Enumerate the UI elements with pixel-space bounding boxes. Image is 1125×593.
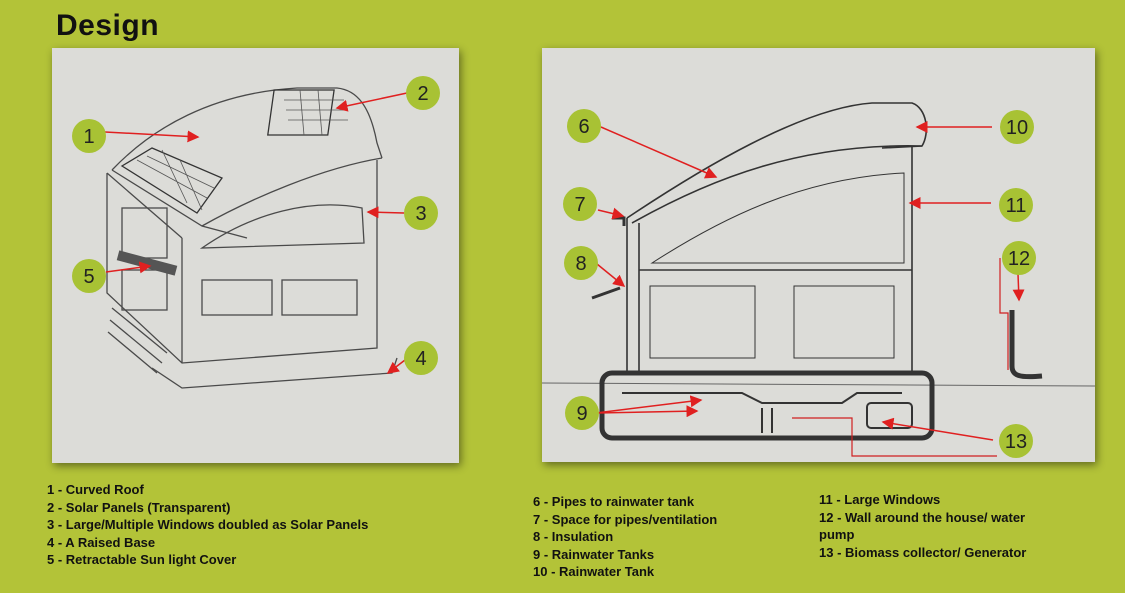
legend-item: 11 - Large Windows: [819, 492, 941, 507]
legend-item: 3 - Large/Multiple Windows doubled as So…: [47, 517, 369, 532]
legend-item: 13 - Biomass collector/ Generator: [819, 544, 1027, 560]
sketch-cross-section: [542, 48, 1095, 462]
legend-column-1: 1 - Curved Roof 2 - Solar Panels (Transp…: [47, 481, 368, 569]
legend-column-3: 11 - Large Windows 12 - Wall around the …: [819, 491, 1049, 561]
legend-item: 7 - Space for pipes/ventilation: [533, 511, 718, 527]
legend-item: 2 - Solar Panels (Transparent): [47, 499, 231, 515]
page-title: Design: [56, 9, 160, 42]
legend-item: 8 - Insulation: [533, 529, 614, 544]
sketch-isometric-house: [52, 48, 459, 463]
legend-column-2: 6 - Pipes to rainwater tank 7 - Space fo…: [533, 493, 717, 581]
legend-item: 1 - Curved Roof: [47, 482, 144, 497]
legend-item: 5 - Retractable Sun light Cover: [47, 552, 237, 567]
legend-item: 12 - Wall around the house/ water pump: [819, 509, 1026, 543]
legend-item: 6 - Pipes to rainwater tank: [533, 494, 695, 509]
legend-item: 4 - A Raised Base: [47, 534, 156, 550]
legend-item: 10 - Rainwater Tank: [533, 564, 655, 579]
legend-item: 9 - Rainwater Tanks: [533, 546, 655, 562]
